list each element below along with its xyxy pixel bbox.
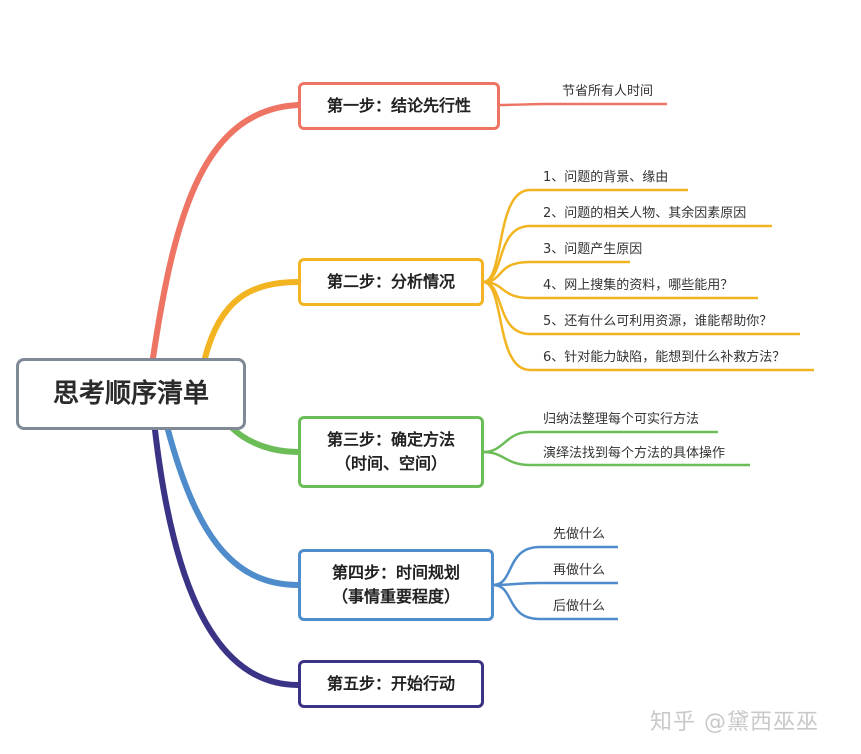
step2-leaf-5[interactable]: 5、还有什么可利用资源，谁能帮助你？	[543, 314, 773, 329]
step2-leaf-2[interactable]: 2、问题的相关人物、其余因素原因	[543, 206, 747, 221]
step3-label-line2: （时间、空间）	[334, 454, 447, 473]
connector-step1-leaf	[498, 102, 667, 107]
connector-step4-leaf2	[492, 581, 618, 587]
step1-node[interactable]: 第一步：结论先行性	[298, 82, 500, 130]
step3-leaf-1[interactable]: 归纳法整理每个可实行方法	[543, 412, 700, 427]
connector-root-step3	[229, 425, 301, 455]
connector-step2-leaf2	[482, 224, 772, 284]
connector-root-step5	[152, 427, 301, 688]
step3-node[interactable]: 第三步：确定方法 （时间、空间）	[298, 416, 484, 488]
step4-node[interactable]: 第四步：时间规划 （事情重要程度）	[298, 549, 494, 621]
step3-label-line1: 第三步：确定方法	[326, 430, 455, 449]
step2-leaf-6[interactable]: 6、针对能力缺陷，能想到什么补救方法？	[543, 350, 786, 365]
step2-leaf-3[interactable]: 3、问题产生原因	[543, 242, 643, 257]
step2-leaf-4[interactable]: 4、网上搜集的资料，哪些能用？	[543, 278, 734, 293]
step4-label-line2: （事情重要程度）	[331, 587, 460, 606]
connector-step3-leaf2	[482, 450, 750, 467]
connector-step2-leaf6	[482, 280, 814, 372]
step4-leaf-2[interactable]: 再做什么	[553, 563, 606, 578]
step1-leaf-1[interactable]: 节省所有人时间	[562, 84, 654, 99]
connector-root-step2	[202, 279, 301, 361]
watermark-text: 知乎 @黛西巫巫	[650, 710, 819, 735]
connector-step2-leaf1	[482, 188, 688, 284]
step2-leaf-1[interactable]: 1、问题的背景、缘由	[543, 170, 669, 185]
step2-label: 第二步：分析情况	[326, 272, 455, 291]
step4-leaf-1[interactable]: 先做什么	[553, 527, 606, 542]
root-topic[interactable]: 思考顺序清单	[16, 358, 246, 430]
step1-label: 第一步：结论先行性	[326, 96, 471, 115]
step5-node[interactable]: 第五步：开始行动	[298, 660, 484, 708]
connector-step4-leaf3	[492, 583, 618, 621]
step2-node[interactable]: 第二步：分析情况	[298, 258, 484, 306]
step3-leaf-2[interactable]: 演绎法找到每个方法的具体操作	[543, 446, 726, 461]
step5-label: 第五步：开始行动	[326, 674, 455, 693]
connector-root-step1	[150, 102, 301, 361]
connector-step4-leaf1	[492, 545, 618, 587]
root-topic-label: 思考顺序清单	[52, 379, 209, 409]
step4-leaf-3[interactable]: 后做什么	[553, 599, 606, 614]
step4-label-line1: 第四步：时间规划	[331, 563, 460, 582]
connector-root-step4	[165, 427, 301, 588]
